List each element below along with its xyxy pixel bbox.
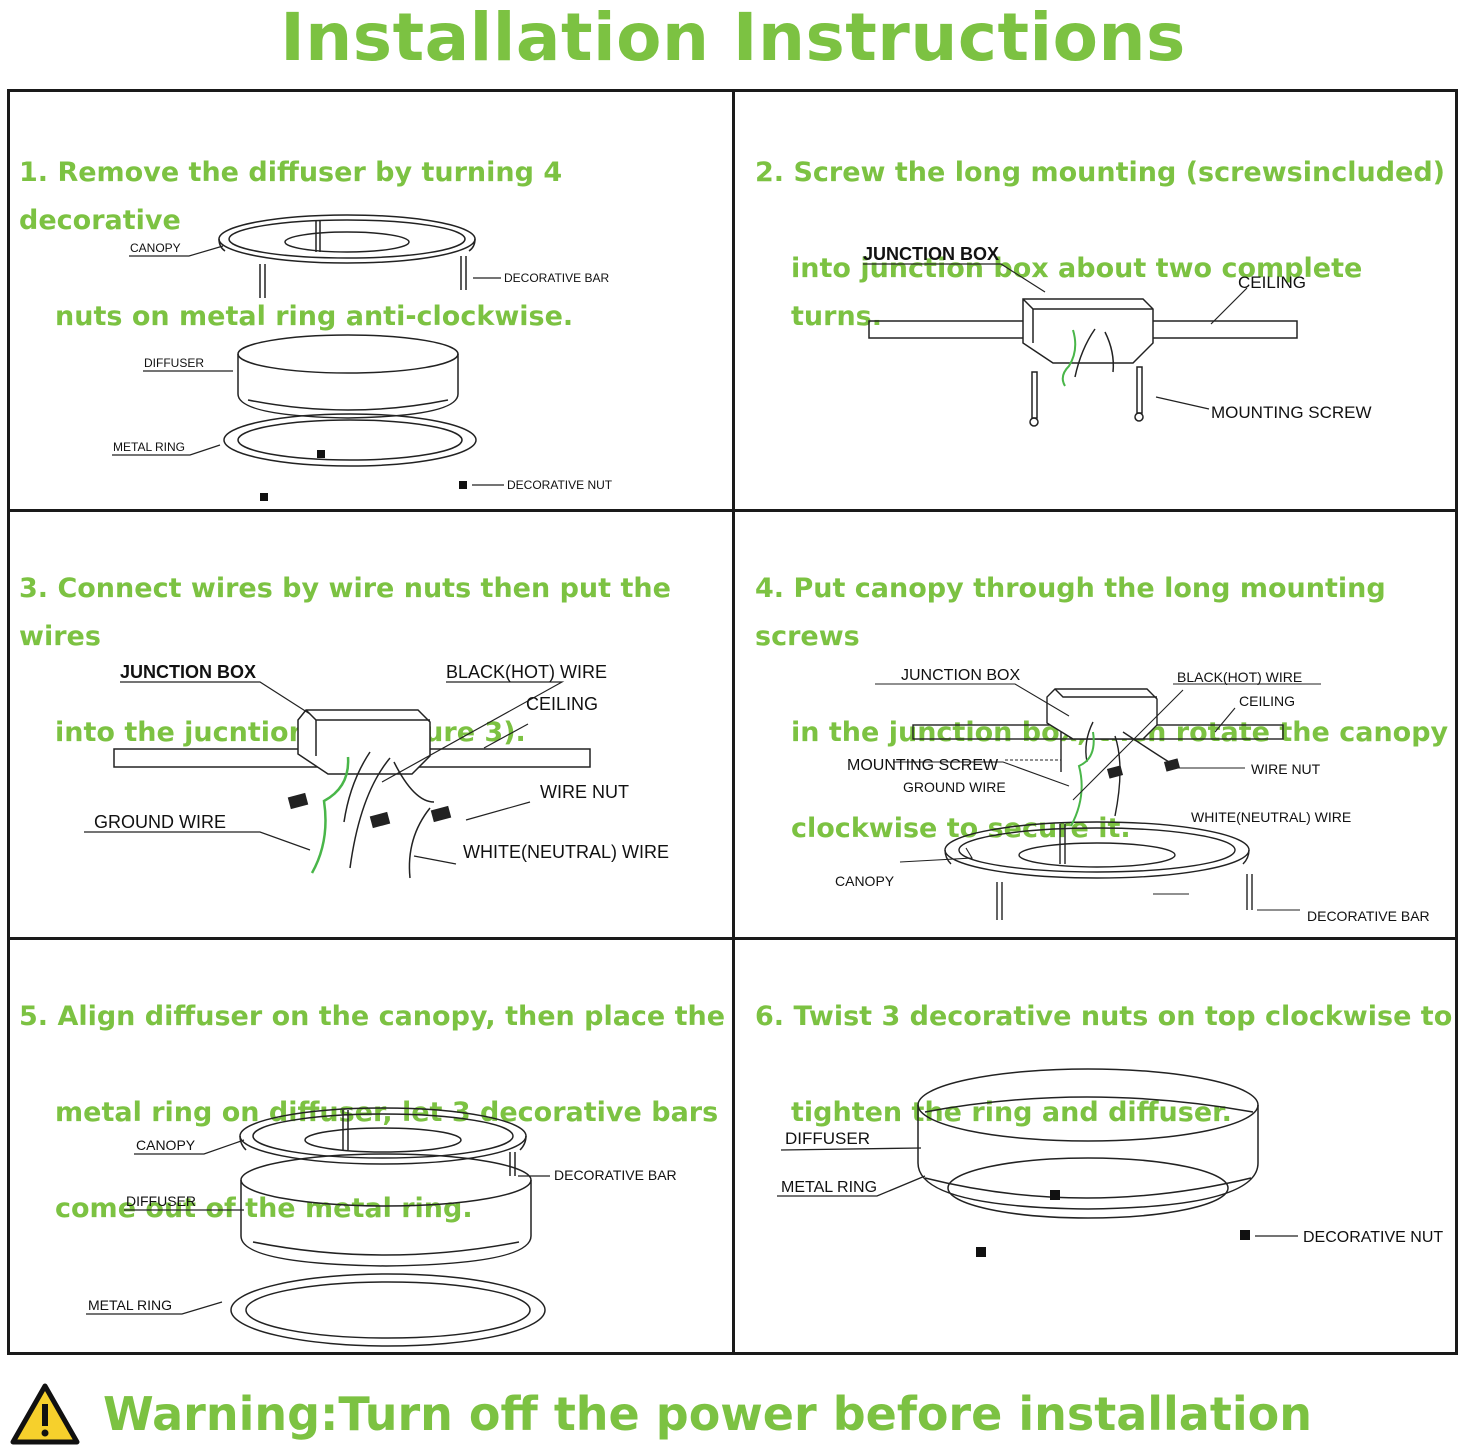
decorative-nut-icon: [976, 1247, 986, 1257]
step-1-line-2: nuts on metal ring anti-clockwise.: [55, 301, 574, 332]
label-decorative-nut: DECORATIVE NUT: [507, 478, 613, 492]
step-4-text: 4. Put canopy through the long mounting …: [755, 517, 1461, 901]
step-2-diagram: JUNCTION BOX CEILING MOUNTING SCREW: [863, 244, 1372, 427]
step-1-line-1: 1. Remove the diffuser by turning 4 deco…: [19, 157, 563, 236]
grid-divider-row-2: [10, 937, 1455, 940]
label-diffuser: DIFFUSER: [126, 1193, 196, 1209]
wire-nut-icon: [1163, 758, 1181, 772]
label-black-wire: BLACK(HOT) WIRE: [446, 662, 607, 682]
label-ceiling: CEILING: [1239, 693, 1295, 709]
step-1-panel: 1. Remove the diffuser by turning 4 deco…: [10, 92, 732, 509]
label-decorative-bar: DECORATIVE BAR: [1307, 908, 1430, 924]
step-5-line-1: 5. Align diffuser on the canopy, then pl…: [19, 1001, 726, 1032]
grid-divider-vertical: [732, 92, 735, 1352]
step-6-text: 6. Twist 3 decorative nuts on top clockw…: [755, 945, 1452, 1185]
step-5-line-3: come out of the metal ring.: [55, 1193, 473, 1224]
step-1-text: 1. Remove the diffuser by turning 4 deco…: [19, 101, 732, 389]
label-ceiling: CEILING: [1238, 273, 1306, 292]
label-junction-box: JUNCTION BOX: [863, 244, 999, 264]
step-2-line-2: into junction box about two complete tur…: [791, 253, 1363, 332]
wire-nut-icon: [369, 811, 391, 829]
step-6-line-1: 6. Twist 3 decorative nuts on top clockw…: [755, 1001, 1453, 1032]
label-metal-ring: METAL RING: [88, 1297, 172, 1313]
wire-nut-icon: [287, 792, 309, 810]
label-mounting-screw: MOUNTING SCREW: [1211, 403, 1372, 422]
page-title: Installation Instructions: [280, 0, 1186, 76]
step-2-text: 2. Screw the long mounting (screwsinclud…: [755, 101, 1461, 389]
step-1-diagram: CANOPY DECORATIVE BAR DIFFUSER METAL RIN…: [112, 214, 613, 501]
label-metal-ring: METAL RING: [781, 1179, 877, 1196]
step-2-panel: 2. Screw the long mounting (screwsinclud…: [735, 92, 1461, 509]
label-wire-nut: WIRE NUT: [1251, 761, 1321, 777]
label-canopy: CANOPY: [136, 1137, 196, 1153]
label-decorative-nut: DECORATIVE NUT: [1303, 1229, 1443, 1246]
warning-banner: Warning:Turn off the power before instal…: [10, 1378, 1450, 1450]
grid-divider-row-1: [10, 509, 1455, 512]
instruction-grid: 1. Remove the diffuser by turning 4 deco…: [7, 89, 1458, 1355]
label-decorative-bar: DECORATIVE BAR: [504, 271, 609, 285]
step-4-diagram: JUNCTION BOX BLACK(HOT) WIRE CEILING MOU…: [835, 667, 1430, 924]
label-decorative-bar: DECORATIVE BAR: [554, 1167, 677, 1183]
step-4-line-3: clockwise to secure it.: [791, 813, 1131, 844]
step-6-panel: 6. Twist 3 decorative nuts on top clockw…: [735, 940, 1461, 1352]
step-4-line-1: 4. Put canopy through the long mounting …: [755, 573, 1386, 652]
decorative-nut-icon: [260, 493, 268, 501]
label-diffuser: DIFFUSER: [144, 356, 204, 370]
decorative-nut-icon: [317, 450, 325, 458]
label-ground-wire: GROUND WIRE: [903, 779, 1006, 795]
step-6-line-2: tighten the ring and diffuser.: [791, 1097, 1232, 1128]
label-junction-box: JUNCTION BOX: [901, 667, 1020, 684]
step-2-line-1: 2. Screw the long mounting (screwsinclud…: [755, 157, 1446, 188]
step-3-diagram: JUNCTION BOX BLACK(HOT) WIRE CEILING WIR…: [84, 662, 669, 879]
step-4-panel: 4. Put canopy through the long mounting …: [735, 512, 1461, 937]
label-canopy: CANOPY: [130, 241, 181, 255]
step-5-panel: 5. Align diffuser on the canopy, then pl…: [10, 940, 732, 1352]
warning-text: Warning:Turn off the power before instal…: [103, 1387, 1312, 1441]
warning-triangle-icon: [10, 1383, 80, 1445]
label-ground-wire: GROUND WIRE: [94, 812, 226, 832]
step-3-line-1: 3. Connect wires by wire nuts then put t…: [19, 573, 671, 652]
label-junction-box: JUNCTION BOX: [120, 662, 256, 682]
label-white-wire: WHITE(NEUTRAL) WIRE: [1191, 809, 1351, 825]
label-black-wire: BLACK(HOT) WIRE: [1177, 669, 1302, 685]
label-metal-ring: METAL RING: [113, 440, 185, 454]
wire-nut-icon: [1106, 765, 1124, 779]
label-diffuser: DIFFUSER: [785, 1129, 870, 1148]
decorative-nut-icon: [1050, 1190, 1060, 1200]
label-ceiling: CEILING: [526, 694, 598, 714]
step-6-diagram: DIFFUSER METAL RING DECORATIVE NUT: [777, 1068, 1443, 1257]
step-3-panel: 3. Connect wires by wire nuts then put t…: [10, 512, 732, 937]
decorative-nut-icon: [1240, 1230, 1250, 1240]
step-5-diagram: CANOPY DECORATIVE BAR DIFFUSER METAL RIN…: [86, 1107, 677, 1347]
wire-nut-icon: [430, 805, 452, 823]
decorative-nut-icon: [459, 481, 467, 489]
label-canopy: CANOPY: [835, 873, 895, 889]
label-wire-nut: WIRE NUT: [540, 782, 629, 802]
label-white-wire: WHITE(NEUTRAL) WIRE: [463, 842, 669, 862]
label-mounting-screw: MOUNTING SCREW: [847, 757, 999, 774]
